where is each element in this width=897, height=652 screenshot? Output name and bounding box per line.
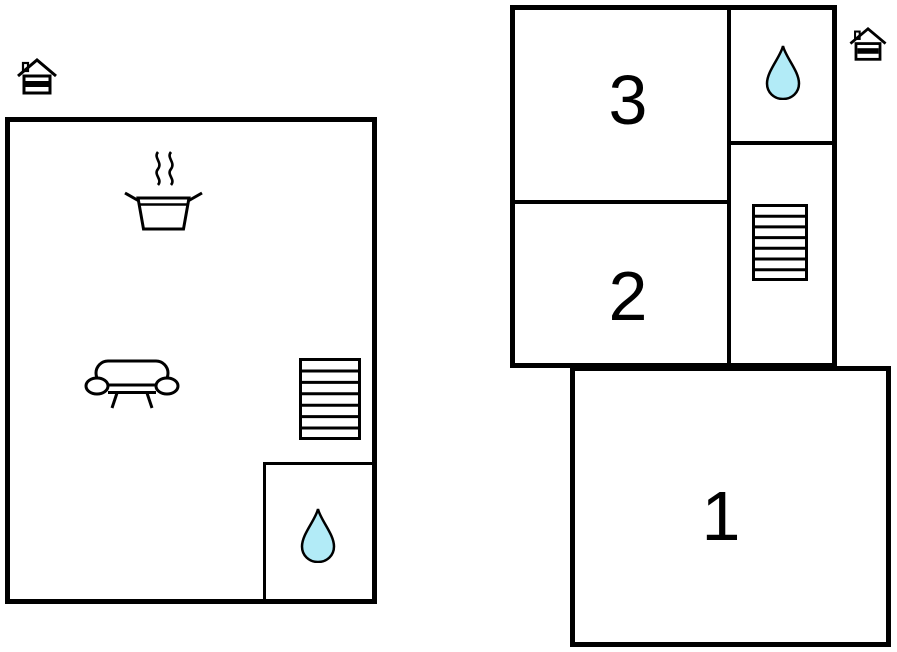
water-drop-shape bbox=[300, 508, 336, 563]
cooking-pot-with-steam-icon bbox=[121, 149, 205, 234]
water-drop-shape bbox=[765, 45, 801, 100]
staircase-icon bbox=[299, 358, 361, 440]
room-1-outline bbox=[570, 366, 891, 647]
water-drop-icon-upper bbox=[764, 44, 802, 100]
entrance-house-icon bbox=[17, 58, 57, 95]
room-2-label: 2 bbox=[608, 257, 648, 335]
staircase-icon-ground bbox=[299, 358, 361, 440]
wall-bathroom-upper bbox=[731, 141, 837, 145]
water-drop-icon bbox=[300, 508, 336, 563]
water-drop-icon bbox=[765, 45, 801, 100]
room-3-label: 3 bbox=[608, 61, 648, 139]
entrance-house-icon bbox=[849, 26, 887, 61]
staircase-icon bbox=[752, 204, 808, 281]
steam-line bbox=[168, 151, 174, 186]
entrance-house-icon-upper bbox=[848, 26, 888, 63]
pot-body bbox=[136, 196, 191, 231]
stove-icon bbox=[124, 151, 203, 231]
sofa-icon bbox=[84, 356, 180, 416]
water-drop-icon-ground bbox=[299, 507, 337, 563]
wall-vertical-upper bbox=[727, 5, 731, 368]
sofa-icon bbox=[84, 359, 180, 409]
staircase-icon-upper bbox=[752, 204, 808, 281]
entrance-house-icon-ground bbox=[16, 57, 58, 97]
steam-line bbox=[155, 151, 161, 186]
ground-bathroom-walls bbox=[263, 462, 377, 604]
room-1-label: 1 bbox=[701, 477, 741, 555]
wall-room3-room2 bbox=[510, 200, 727, 204]
